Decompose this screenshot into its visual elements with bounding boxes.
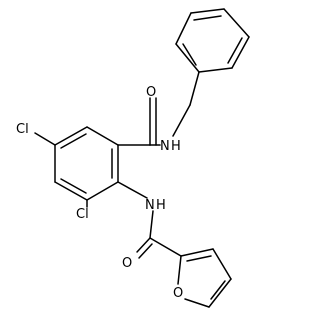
bond bbox=[138, 243, 153, 259]
bond bbox=[175, 43, 200, 73]
bond bbox=[172, 104, 191, 137]
atom-labels: O N H Cl Cl N H O O bbox=[16, 85, 183, 301]
bond bbox=[193, 15, 222, 21]
bond bbox=[231, 36, 250, 69]
bond bbox=[208, 278, 232, 308]
bond bbox=[189, 71, 200, 106]
bond bbox=[149, 210, 154, 239]
bond bbox=[198, 67, 233, 73]
bond bbox=[34, 132, 56, 146]
bond bbox=[182, 43, 197, 66]
bond bbox=[175, 12, 192, 45]
bond bbox=[210, 280, 226, 300]
bond bbox=[184, 298, 210, 308]
bond bbox=[54, 126, 88, 146]
bond bbox=[136, 237, 151, 253]
atom-label-oxygen: O bbox=[122, 256, 132, 271]
atom-label-hydrogen: H bbox=[156, 198, 166, 213]
atom-label-nitrogen: N bbox=[160, 139, 170, 154]
bond bbox=[86, 126, 119, 146]
bond bbox=[180, 248, 214, 257]
bond bbox=[60, 133, 87, 149]
bond bbox=[190, 8, 225, 14]
bond bbox=[212, 248, 232, 280]
bond bbox=[227, 37, 243, 64]
atom-label-hydrogen: H bbox=[171, 139, 181, 154]
bonds bbox=[34, 8, 250, 308]
molecule-structure-diagram: O N H Cl Cl N H O O bbox=[16, 8, 250, 308]
bond bbox=[60, 178, 87, 194]
bond bbox=[186, 255, 212, 262]
atom-label-oxygen: O bbox=[173, 286, 183, 301]
atom-label-oxygen: O bbox=[146, 85, 156, 100]
bond bbox=[177, 255, 182, 285]
bond bbox=[223, 8, 250, 38]
bond bbox=[86, 181, 119, 201]
atom-label-chlorine: Cl bbox=[16, 122, 29, 137]
atom-label-chlorine: Cl bbox=[76, 207, 89, 222]
bond bbox=[117, 181, 148, 199]
atom-label-nitrogen: N bbox=[145, 198, 155, 213]
bond bbox=[149, 237, 182, 257]
bond bbox=[54, 181, 88, 201]
